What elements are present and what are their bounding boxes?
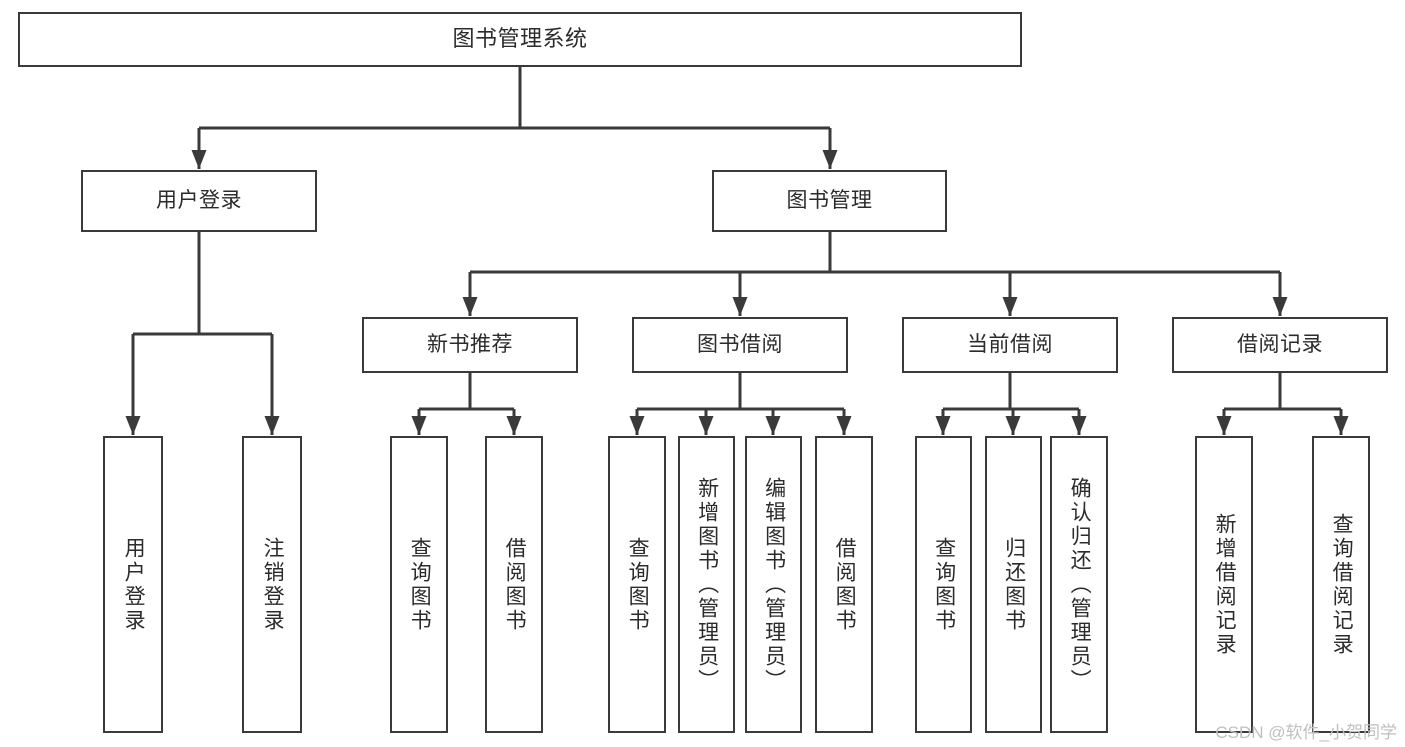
node-label: 归还图书 bbox=[1002, 536, 1026, 633]
arrow-head-icon-book-management-to-level3-0 bbox=[462, 297, 478, 316]
arrow-head-icon-borrow-record-to-leaves-1 bbox=[1333, 416, 1349, 435]
node-leaf-borrow-book-recommend[interactable]: 借阅图书 bbox=[485, 436, 543, 733]
arrow-head-icon-book-management-to-level3-3 bbox=[1272, 297, 1288, 316]
arrow-head-icon-book-borrow-to-leaves-1 bbox=[698, 416, 714, 435]
node-root-system[interactable]: 图书管理系统 bbox=[18, 12, 1022, 67]
arrow-head-icon-book-management-to-level3-2 bbox=[1002, 297, 1018, 316]
node-new-book-recommend[interactable]: 新书推荐 bbox=[362, 317, 578, 373]
arrow-head-icon-current-borrow-to-leaves-0 bbox=[935, 416, 951, 435]
node-label: 查询图书 bbox=[932, 536, 956, 633]
arrow-head-icon-book-management-to-level3-1 bbox=[732, 297, 748, 316]
node-label: 图书借阅 bbox=[697, 333, 783, 357]
node-label: 用户登录 bbox=[122, 536, 146, 633]
node-label: 新增图书（管理员） bbox=[695, 476, 719, 693]
arrow-head-icon-current-borrow-to-leaves-1 bbox=[1005, 416, 1021, 435]
node-leaf-add-book-admin[interactable]: 新增图书（管理员） bbox=[678, 436, 735, 733]
node-book-borrow[interactable]: 图书借阅 bbox=[632, 317, 848, 373]
node-leaf-return-book[interactable]: 归还图书 bbox=[985, 436, 1042, 733]
node-label: 新书推荐 bbox=[427, 333, 513, 357]
arrow-head-icon-new-book-recommend-to-leaves-0 bbox=[411, 416, 427, 435]
node-label: 查询图书 bbox=[626, 536, 650, 633]
node-label: 当前借阅 bbox=[967, 333, 1053, 357]
arrow-head-icon-book-borrow-to-leaves-3 bbox=[836, 416, 852, 435]
arrow-head-icon-root-to-level2-0 bbox=[191, 150, 207, 169]
node-leaf-confirm-return-admin[interactable]: 确认归还（管理员） bbox=[1050, 436, 1108, 733]
node-leaf-query-borrow-record[interactable]: 查询借阅记录 bbox=[1312, 436, 1370, 733]
node-label: 编辑图书（管理员） bbox=[762, 476, 786, 693]
node-user-login[interactable]: 用户登录 bbox=[81, 170, 317, 232]
node-label: 借阅图书 bbox=[833, 536, 857, 633]
arrow-head-icon-new-book-recommend-to-leaves-1 bbox=[506, 416, 522, 435]
arrow-head-icon-user-login-to-leaves-1 bbox=[264, 416, 280, 435]
node-label: 新增借阅记录 bbox=[1213, 512, 1237, 657]
node-leaf-query-book-current[interactable]: 查询图书 bbox=[915, 436, 972, 733]
node-label: 图书管理 bbox=[786, 189, 873, 213]
node-label: 查询图书 bbox=[408, 536, 432, 633]
node-leaf-query-book-recommend[interactable]: 查询图书 bbox=[390, 436, 448, 733]
arrow-head-icon-current-borrow-to-leaves-2 bbox=[1071, 416, 1087, 435]
node-label: 注销登录 bbox=[261, 536, 285, 633]
arrow-head-icon-borrow-record-to-leaves-0 bbox=[1216, 416, 1232, 435]
node-leaf-borrow-book[interactable]: 借阅图书 bbox=[815, 436, 873, 733]
node-borrow-record[interactable]: 借阅记录 bbox=[1172, 317, 1388, 373]
arrow-head-icon-root-to-level2-1 bbox=[822, 150, 838, 169]
node-leaf-add-borrow-record[interactable]: 新增借阅记录 bbox=[1195, 436, 1253, 733]
watermark-text: CSDN @软件_小贺同学 bbox=[1215, 723, 1397, 742]
arrow-head-icon-user-login-to-leaves-0 bbox=[125, 416, 141, 435]
node-label: 借阅记录 bbox=[1237, 333, 1323, 357]
arrow-head-icon-book-borrow-to-leaves-2 bbox=[765, 416, 781, 435]
node-label: 确认归还（管理员） bbox=[1068, 476, 1092, 693]
node-leaf-edit-book-admin[interactable]: 编辑图书（管理员） bbox=[745, 436, 802, 733]
node-label: 用户登录 bbox=[156, 189, 242, 213]
node-label: 查询借阅记录 bbox=[1330, 512, 1354, 657]
node-current-borrow[interactable]: 当前借阅 bbox=[902, 317, 1118, 373]
node-book-management[interactable]: 图书管理 bbox=[712, 170, 947, 232]
node-label: 借阅图书 bbox=[503, 536, 527, 633]
node-leaf-user-login[interactable]: 用户登录 bbox=[103, 436, 163, 733]
arrow-head-icon-book-borrow-to-leaves-0 bbox=[629, 416, 645, 435]
node-leaf-user-logout[interactable]: 注销登录 bbox=[242, 436, 302, 733]
node-leaf-query-book-borrow[interactable]: 查询图书 bbox=[608, 436, 666, 733]
node-label: 图书管理系统 bbox=[452, 26, 588, 52]
